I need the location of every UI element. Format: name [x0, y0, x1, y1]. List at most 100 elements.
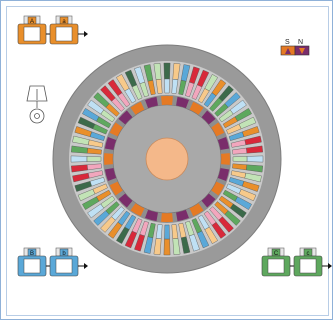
rotor-pole	[217, 168, 230, 181]
stator-slots	[70, 62, 264, 256]
rotor-pole	[189, 203, 204, 217]
stator-slot-inner	[89, 177, 106, 187]
stator-slot-inner	[226, 183, 242, 195]
stator-slot-inner	[105, 201, 120, 215]
stator-slot-inner	[117, 210, 131, 226]
stator-slot-inner	[178, 222, 187, 238]
stator-slot-inner	[230, 139, 246, 148]
stator-slot-inner	[86, 147, 102, 155]
rotor-pole	[104, 168, 117, 181]
stator-slot-inner	[171, 224, 179, 240]
stator-slot-inner	[147, 222, 156, 238]
stator-slot-inner	[164, 224, 170, 240]
stator-slot-inner	[164, 78, 170, 94]
stator-slot-inner	[92, 183, 108, 195]
machine-cross-section	[52, 44, 282, 274]
stator-slot-inner	[124, 88, 137, 104]
stator-slot-inner	[92, 123, 108, 135]
stator-slot-inner	[214, 201, 229, 215]
coil-arrow-head	[328, 263, 332, 269]
stator-slot-inner	[209, 206, 223, 221]
stator-slot-inner	[203, 92, 217, 108]
stator-slot-inner	[86, 156, 102, 162]
rotor-pole	[130, 203, 145, 217]
single-pole-switch-icon	[26, 85, 48, 108]
coil-label: C	[274, 251, 279, 257]
legend-s-arrow	[285, 48, 291, 54]
stator-slot-inner	[131, 84, 143, 100]
stator-slot-inner	[197, 88, 210, 104]
stator-slot-inner	[155, 224, 163, 240]
rotor-pole	[161, 96, 173, 106]
stator-slot-inner	[232, 147, 248, 155]
coil-label: A	[30, 19, 34, 25]
stator-slot-inner	[203, 210, 217, 226]
stator-slot-inner	[228, 131, 245, 141]
rotor-pole	[109, 181, 123, 196]
stator-slot-inner	[139, 81, 149, 98]
diagram-border	[6, 6, 329, 316]
rotor-pole	[109, 122, 123, 137]
stator-slot-inner	[105, 103, 120, 117]
stator-slot-inner	[96, 189, 112, 202]
stator-slot-inner	[100, 109, 116, 123]
stator-slot-inner	[222, 116, 238, 129]
stator-slot-inner	[155, 78, 163, 94]
stator-slot-inner	[147, 80, 156, 96]
coil-label: b	[62, 251, 66, 257]
stator-slot-inner	[218, 195, 234, 209]
coil-arrow-head	[84, 31, 88, 37]
rotor-pole	[211, 122, 225, 137]
stator-slot-inner	[178, 80, 187, 96]
coil-window	[23, 258, 41, 274]
stator-slot-inner	[117, 92, 131, 108]
stator-slot-inner	[131, 218, 143, 234]
rotor-pole	[220, 153, 230, 165]
rotor-pole	[104, 137, 117, 150]
coil-label: a	[62, 19, 66, 25]
stator-slot-inner	[185, 81, 195, 98]
rotor-pole	[145, 209, 158, 222]
coil-window	[55, 258, 73, 274]
rotor-pole	[201, 193, 216, 208]
stator-slot-inner	[86, 163, 102, 171]
coil-window	[299, 258, 317, 274]
stator-slot-inner	[232, 156, 248, 162]
coil-arrow-head	[84, 263, 88, 269]
stator-slot-inner	[226, 123, 242, 135]
stator-slot-inner	[89, 131, 106, 141]
stator-slot-inner	[191, 218, 203, 234]
rotor-pole	[118, 193, 133, 208]
coil-window	[23, 26, 41, 42]
stator-slot-inner	[88, 170, 104, 179]
rotor-pole	[201, 110, 216, 125]
stator-slot-inner	[124, 214, 137, 230]
legend-s-label: S	[285, 39, 290, 46]
legend-n-label: N	[298, 39, 303, 46]
stator-slot-inner	[111, 97, 125, 112]
circle-marker-icon	[29, 108, 45, 124]
stator-slot-inner	[139, 220, 149, 237]
stator-slot-inner	[191, 84, 203, 100]
rotor-pole	[130, 101, 145, 115]
stator-slot-inner	[111, 206, 125, 221]
stator-slot-inner	[228, 177, 245, 187]
stator-slot-inner	[197, 214, 210, 230]
rotor-poles	[103, 96, 230, 222]
rotor-pole	[161, 212, 173, 222]
stator-slot-inner	[96, 116, 112, 129]
stator-slot-inner	[209, 97, 223, 112]
stator-slot-inner	[230, 170, 246, 179]
shaft	[145, 137, 189, 181]
rotor-pole	[118, 110, 133, 125]
coil-window	[267, 258, 285, 274]
stator-slot-inner	[171, 78, 179, 94]
pole-legend: S N	[280, 39, 310, 56]
coil-label: B	[30, 251, 34, 257]
stator-slot-inner	[88, 139, 104, 148]
